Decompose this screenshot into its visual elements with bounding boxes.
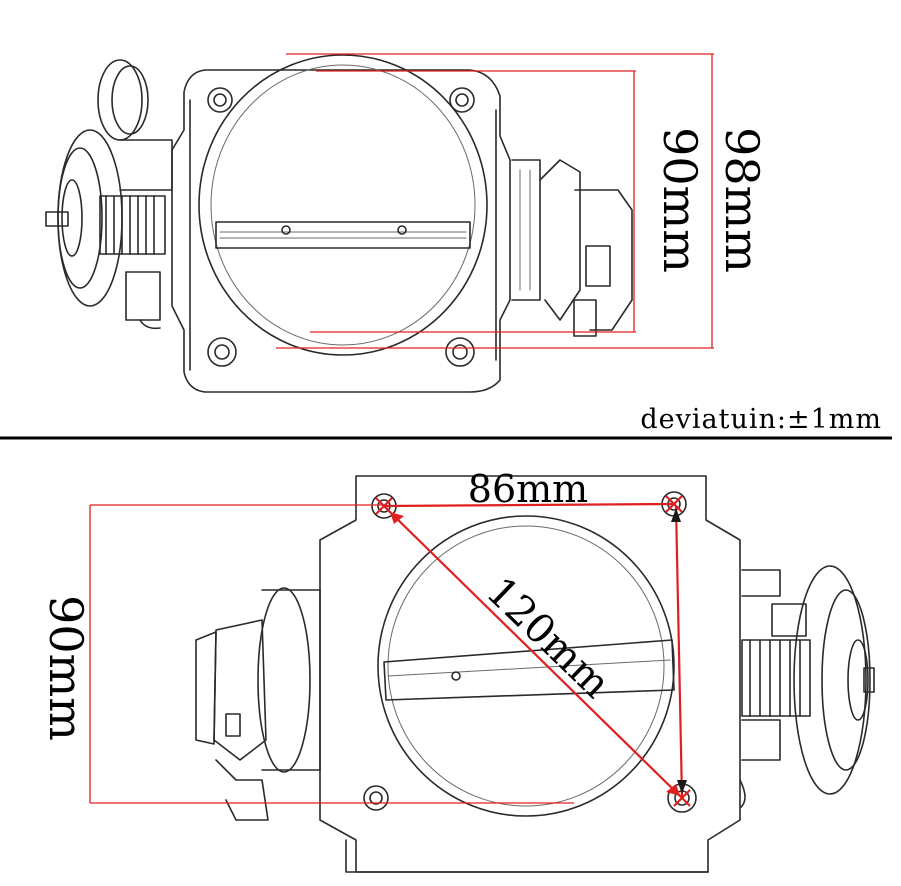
bottom-main-body [319,475,741,873]
inner-bore-dimension-label: 90mm [653,127,707,273]
diagonal-dimension-label: 120mm [477,568,618,707]
height-dimension-label: 90mm [39,595,93,741]
top-pulley-assembly [45,59,173,330]
top-throttle-position-sensor [511,159,633,337]
bolt-spacing-dimension-label: 86mm [468,467,588,511]
bottom-dimension-lines [89,495,691,807]
bottom-pulley-assembly [739,565,875,809]
top-main-body [171,54,511,393]
bottom-view-drawing: 86mm 120mm 90mm [39,467,875,873]
outer-flange-dimension-label: 98mm [715,127,769,273]
top-view-drawing: 90mm 98mm [45,53,769,393]
top-dimension-lines [276,53,714,349]
deviation-note: deviatuin:±1mm [640,404,882,435]
bottom-throttle-position-sensor [195,587,321,821]
